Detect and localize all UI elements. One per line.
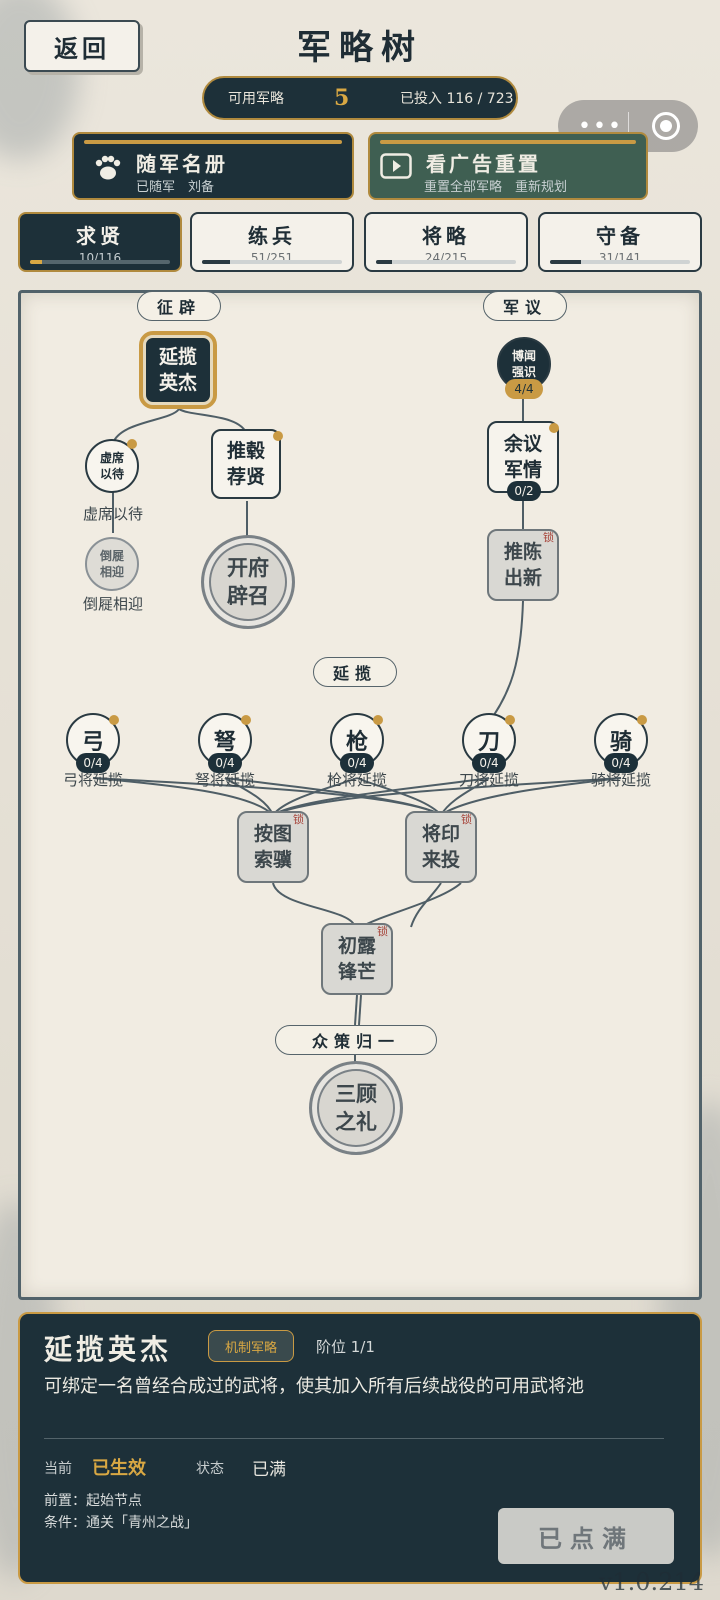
node-tuichen-chuxin[interactable]: 推陈 出新 锁 (487, 529, 559, 601)
available-dot (109, 715, 119, 725)
roster-subtitle: 已随军 刘备 (136, 180, 215, 195)
lock-badge: 锁 (377, 925, 388, 938)
available-dot (273, 431, 283, 441)
detail-title: 延揽英杰 (44, 1333, 173, 1366)
state-label: 状态 (196, 1461, 224, 1477)
available-points-value: 5 (334, 85, 350, 111)
section-junyi: 军议 (483, 291, 567, 321)
lock-badge: 锁 (543, 531, 554, 544)
node-xuxi-label: 虚席以待 (82, 505, 143, 523)
node-yuyi-count: 0/2 (507, 481, 541, 501)
points-bar: 可用军略 5 已投入 116 / 723 (202, 76, 518, 120)
node-label: 按图 索骥 (253, 823, 292, 871)
weapon-label: 枪将延揽 (326, 771, 387, 789)
node-daoxi-xiangying[interactable]: 倒屣 相迎 (85, 537, 139, 591)
card-accent-line (84, 140, 342, 144)
weapon-count: 0/4 (208, 753, 242, 773)
back-button[interactable]: 返回 (24, 20, 140, 72)
tab-label: 守备 (596, 224, 644, 248)
roster-card[interactable]: 随军名册 已随军 刘备 (72, 132, 354, 200)
tab-progress (202, 260, 342, 264)
ad-reset-title: 看广告重置 (426, 152, 541, 176)
tab-lianbing[interactable]: 练兵 51/251 (190, 212, 354, 272)
available-points-label: 可用军略 (228, 91, 284, 107)
available-dot (127, 439, 137, 449)
available-dot (637, 715, 647, 725)
weapon-count: 0/4 (472, 753, 506, 773)
current-label: 当前 (44, 1461, 72, 1477)
state-value: 已满 (252, 1460, 286, 1480)
video-play-icon (380, 153, 412, 179)
ad-reset-card[interactable]: 看广告重置 重置全部军略 重新规划 (368, 132, 648, 200)
available-dot (549, 423, 559, 433)
node-label: 推陈 出新 (503, 541, 542, 589)
tab-label: 求贤 (76, 224, 124, 248)
node-yanlan-yingjie[interactable]: 延揽 英杰 (139, 331, 217, 409)
node-antu-suoji[interactable]: 按图 索骥 锁 (237, 811, 309, 883)
tab-progress (550, 260, 690, 264)
node-tuigu-jianxian[interactable]: 推毂 荐贤 (211, 429, 281, 499)
paw-icon (95, 155, 121, 180)
node-sangu-zhili[interactable]: 三顾 之礼 (309, 1061, 403, 1155)
capsule-divider (628, 112, 629, 140)
condition-text: 条件：通关「青州之战」 (44, 1515, 198, 1531)
ad-reset-subtitle: 重置全部军略 重新规划 (424, 180, 568, 195)
node-jiangyin-laitou[interactable]: 将印 来投 锁 (405, 811, 477, 883)
roster-title: 随军名册 (136, 152, 228, 176)
weapon-label: 弩将延揽 (194, 771, 255, 789)
node-bowen-count: 4/4 (505, 379, 543, 399)
close-target-icon[interactable] (652, 112, 680, 140)
lock-badge: 锁 (461, 813, 472, 826)
node-label: 将印 来投 (421, 823, 460, 871)
detail-type-tag: 机制军略 (208, 1330, 295, 1362)
node-detail-panel: 延揽英杰 机制军略 阶位 1/1 可绑定一名曾经合成过的武将，使其加入所有后续战… (18, 1312, 702, 1584)
tab-qiuxian[interactable]: 求贤 10/116 (18, 212, 182, 272)
detail-divider (44, 1438, 664, 1439)
weapon-label: 骑将延揽 (590, 771, 651, 789)
available-dot (373, 715, 383, 725)
tab-jianglue[interactable]: 将略 24/215 (364, 212, 528, 272)
page-title: 军略树 (297, 28, 423, 68)
section-zhongce-guiyi: 众策归一 (275, 1025, 437, 1055)
skill-tree-panel[interactable]: 征辟 军议 延揽 英杰 虚席 以待 虚席以待 推毂 荐贤 倒屣 相迎 倒屣相迎 … (18, 290, 702, 1300)
node-label: 初露 锋芒 (337, 935, 376, 983)
current-value: 已生效 (92, 1458, 146, 1479)
weapon-count: 0/4 (340, 753, 374, 773)
maxed-button[interactable]: 已点满 (498, 1508, 674, 1564)
prerequisite-text: 前置：起始节点 (44, 1493, 142, 1509)
section-yanlan: 延揽 (313, 657, 397, 687)
node-kaifu-bizhao[interactable]: 开府 辟召 (201, 535, 295, 629)
node-xuxi-yidai[interactable]: 虚席 以待 (85, 439, 139, 493)
available-dot (241, 715, 251, 725)
tab-label: 将略 (422, 224, 470, 248)
invested-points: 已投入 116 / 723 (400, 91, 514, 107)
detail-tier: 阶位 1/1 (316, 1338, 375, 1356)
weapon-count: 0/4 (604, 753, 638, 773)
weapon-label: 刀将延揽 (458, 771, 519, 789)
tab-progress (376, 260, 516, 264)
tab-progress (30, 260, 170, 264)
version-label: v1.0.214 (598, 1568, 704, 1596)
tab-label: 练兵 (248, 224, 296, 248)
detail-description: 可绑定一名曾经合成过的武将，使其加入所有后续战役的可用武将池 (44, 1376, 584, 1397)
node-daoxi-label: 倒屣相迎 (82, 595, 143, 613)
node-chulu-fengmang[interactable]: 初露 锋芒 锁 (321, 923, 393, 995)
lock-badge: 锁 (293, 813, 304, 826)
weapon-count: 0/4 (76, 753, 110, 773)
card-accent-line (380, 140, 636, 144)
section-zhengpi: 征辟 (137, 291, 221, 321)
available-dot (505, 715, 515, 725)
tab-shoubei[interactable]: 守备 31/141 (538, 212, 702, 272)
weapon-label: 弓将延揽 (62, 771, 123, 789)
